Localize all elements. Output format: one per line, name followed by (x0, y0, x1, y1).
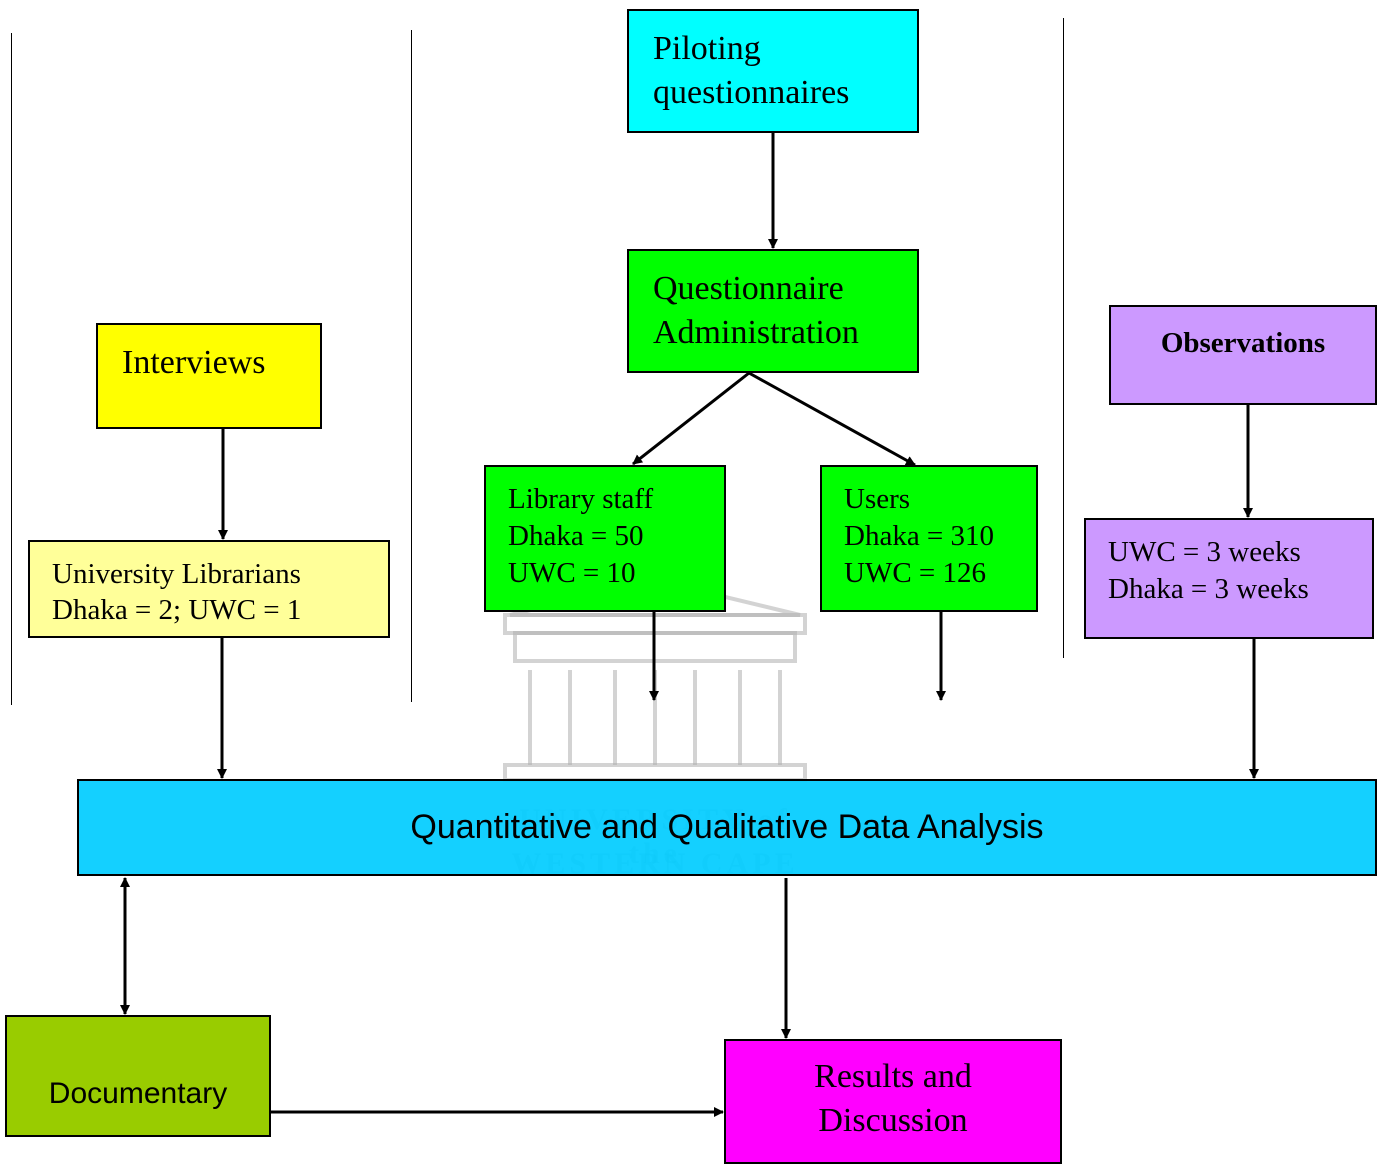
observations-label: Observations (1160, 327, 1326, 359)
interviews-box: Interviews (96, 323, 322, 429)
piloting-questionnaires-box: Piloting questionnaires (627, 9, 919, 133)
users-box: Users Dhaka = 310 UWC = 126 (820, 465, 1038, 612)
observations-box: Observations (1109, 305, 1377, 405)
observation-period-line2: Dhaka = 3 weeks (1108, 573, 1309, 605)
data-analysis-label: Quantitative and Qualitative Data Analys… (410, 808, 1044, 846)
documentary-label: Documentary (48, 1077, 228, 1110)
documentary-box: Documentary (5, 1015, 271, 1137)
library-staff-line2: Dhaka = 50 (508, 520, 644, 552)
library-staff-box: Library staff Dhaka = 50 UWC = 10 (484, 465, 726, 612)
users-line2: Dhaka = 310 (844, 520, 995, 552)
separator-line-left (11, 33, 12, 705)
separator-line-right (1063, 18, 1064, 658)
questionnaire-administration-box: Questionnaire Administration (627, 249, 919, 373)
data-analysis-box: Quantitative and Qualitative Data Analys… (77, 779, 1377, 876)
results-line2: Discussion (818, 1102, 968, 1139)
administration-line2: Administration (653, 314, 859, 351)
administration-line1: Questionnaire (653, 270, 844, 307)
librarians-line1: University Librarians (52, 558, 301, 590)
library-staff-line1: Library staff (508, 483, 654, 515)
observation-period-line1: UWC = 3 weeks (1108, 536, 1301, 568)
arrow-administration-to-users (748, 371, 916, 467)
university-librarians-box: University Librarians Dhaka = 2; UWC = 1 (28, 540, 390, 638)
piloting-line2: questionnaires (653, 74, 850, 111)
users-line3: UWC = 126 (844, 557, 987, 589)
library-staff-line3: UWC = 10 (508, 557, 636, 589)
observation-period-box: UWC = 3 weeks Dhaka = 3 weeks (1084, 518, 1374, 639)
arrow-administration-to-library-staff (632, 371, 750, 466)
results-line1: Results and (814, 1058, 972, 1095)
librarians-line2: Dhaka = 2; UWC = 1 (52, 594, 302, 626)
interviews-label: Interviews (122, 344, 266, 381)
users-line1: Users (844, 483, 911, 515)
separator-line-middle (411, 30, 412, 702)
piloting-line1: Piloting (653, 30, 761, 67)
